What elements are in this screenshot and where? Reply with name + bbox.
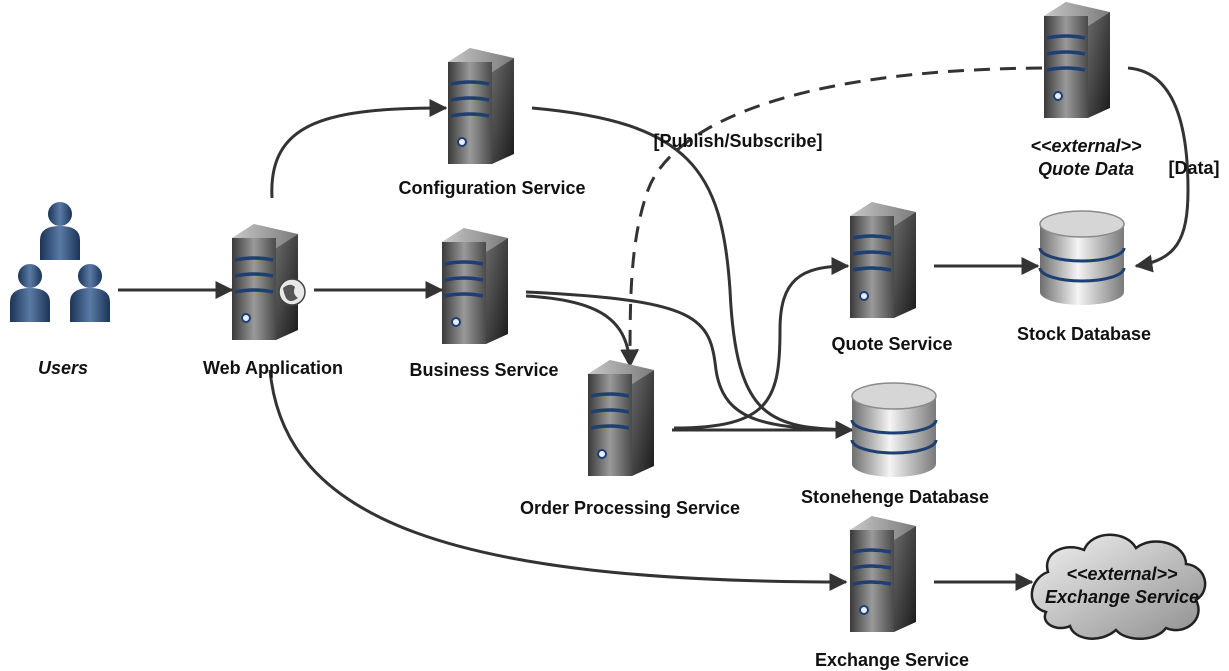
edges <box>118 66 1190 591</box>
quote-data-stereotype: <<external>> <box>1030 136 1142 156</box>
edge-business-to-order-processing <box>525 294 639 368</box>
stock-database-label: Stock Database <box>1017 324 1151 344</box>
users-label: Users <box>38 358 88 378</box>
quote-data-label: Quote Data <box>1038 159 1134 179</box>
stonehenge-database-icon <box>850 381 938 479</box>
order-processing-service-label: Order Processing Service <box>520 498 740 518</box>
web-server-icon <box>230 222 306 342</box>
configuration-server-icon <box>446 46 516 166</box>
exchange-service-label: Exchange Service <box>815 650 969 670</box>
exchange-server-icon <box>848 514 918 634</box>
cloud-icon <box>1030 533 1207 640</box>
quote-server-icon <box>848 200 918 320</box>
business-server-icon <box>440 226 510 346</box>
business-service-label: Business Service <box>409 360 558 380</box>
edge-web-to-configuration <box>270 99 448 199</box>
edge-configuration-to-stonehenge <box>531 106 854 439</box>
edge-quote-data-to-stock-database <box>1127 66 1190 273</box>
publish-subscribe-label: [Publish/Subscribe] <box>653 131 822 151</box>
edge-quote-data-publish-subscribe <box>621 66 1043 368</box>
quote-service-label: Quote Service <box>831 334 952 354</box>
external-exchange-stereotype: <<external>> <box>1066 564 1178 584</box>
edge-web-to-exchange <box>268 369 848 591</box>
stock-database-icon <box>1038 209 1126 307</box>
quote-data-server-icon <box>1042 0 1112 120</box>
edge-order-processing-to-quote-service <box>673 257 850 430</box>
data-edge-label: [Data] <box>1168 158 1219 178</box>
web-application-label: Web Application <box>203 358 343 378</box>
external-exchange-label: Exchange Service <box>1045 587 1199 607</box>
users-icon <box>10 202 110 322</box>
order-processing-server-icon <box>586 358 656 478</box>
edge-business-to-stonehenge <box>525 290 854 439</box>
stonehenge-database-label: Stonehenge Database <box>801 487 989 507</box>
configuration-service-label: Configuration Service <box>398 178 585 198</box>
